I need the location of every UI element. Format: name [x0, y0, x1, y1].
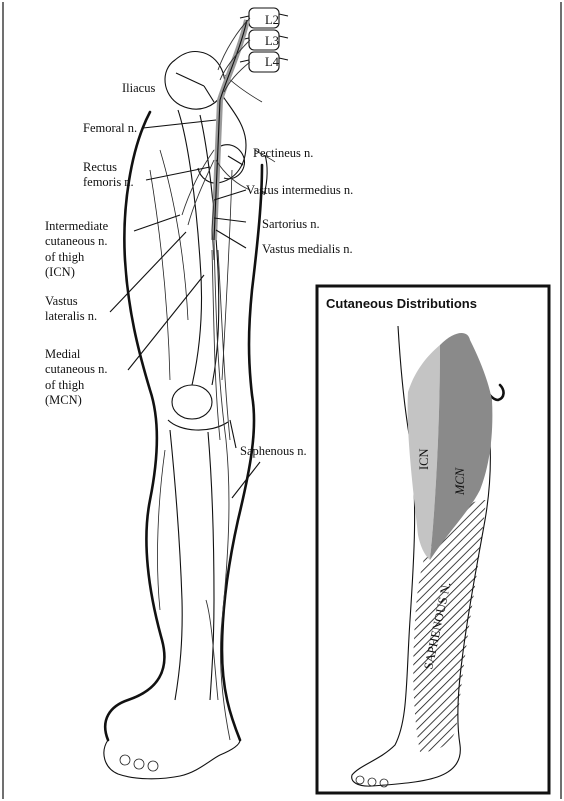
- mcn-label-line2: cutaneous n.: [45, 362, 107, 376]
- saphenous-label: Saphenous n.: [240, 444, 307, 458]
- pelvis-ilium: [165, 51, 225, 109]
- rectus-femoris-label-line2: femoris n.: [83, 175, 134, 189]
- rectus-femoris-label-line1: Rectus: [83, 160, 117, 174]
- tibia: [170, 430, 182, 700]
- icn-label-line3: of thigh: [45, 250, 85, 264]
- vastus-lateralis-label-line1: Vastus: [45, 294, 78, 308]
- patella: [172, 385, 212, 419]
- inset-title: Cutaneous Distributions: [326, 296, 477, 311]
- vertebra-l4-label: L4: [265, 55, 280, 69]
- mcn-label-line1: Medial: [45, 347, 81, 361]
- sartorius-label: Sartorius n.: [262, 217, 320, 231]
- vastus-medialis-label: Vastus medialis n.: [262, 242, 353, 256]
- vastus-lateralis-label-line2: lateralis n.: [45, 309, 97, 323]
- inset-icn-label: ICN: [417, 448, 431, 470]
- labels: L2 L3 L4 Iliacus Femoral n. Rectus femor…: [45, 13, 353, 458]
- icn-label-line2: cutaneous n.: [45, 234, 107, 248]
- mcn-label-line4: (MCN): [45, 393, 82, 407]
- femoral-nerve-label: Femoral n.: [83, 121, 137, 135]
- pectineus-label: Pectineus n.: [253, 146, 313, 160]
- icn-label-line4: (ICN): [45, 265, 75, 279]
- iliacus-label: Iliacus: [122, 81, 155, 95]
- mcn-label-line3: of thigh: [45, 378, 85, 392]
- vertebra-l2-label: L2: [265, 13, 279, 27]
- inset-mcn-label: MCN: [453, 467, 467, 496]
- foot: [104, 740, 240, 779]
- lumbar-vertebrae: [240, 8, 288, 72]
- vertebra-l3-label: L3: [265, 34, 279, 48]
- icn-label-line1: Intermediate: [45, 219, 109, 233]
- cutaneous-distributions-inset: Cutaneous Distributions ICN MCN SAPHENOU…: [317, 286, 549, 793]
- vastus-intermedius-label: Vastus intermedius n.: [246, 183, 353, 197]
